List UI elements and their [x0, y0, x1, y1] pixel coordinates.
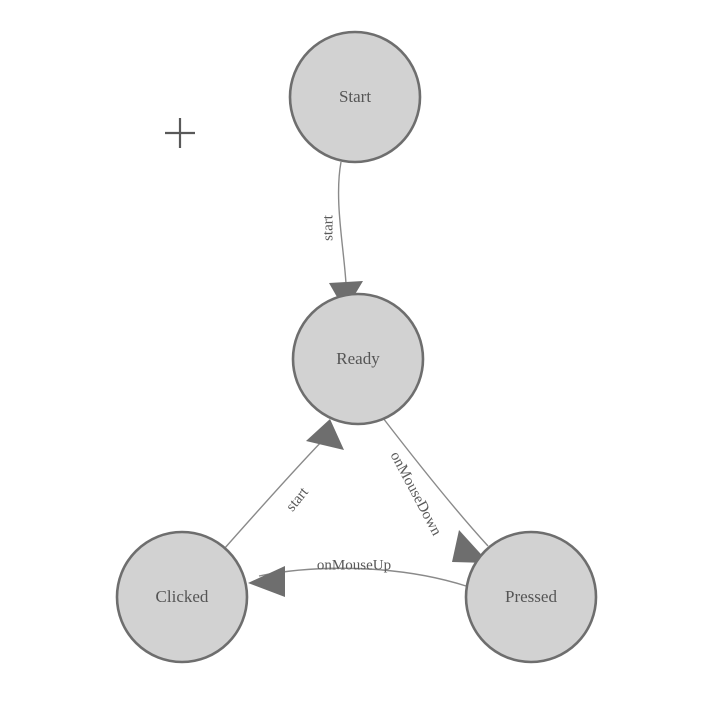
- arrowhead-ready-to-pressed: [452, 530, 489, 563]
- state-circle-pressed: [464, 530, 598, 664]
- state-label-ready: Ready: [336, 349, 380, 368]
- state-node-clicked[interactable]: Clicked: [115, 530, 249, 664]
- arrowhead-clicked-to-ready: [306, 419, 344, 450]
- edge-ready-to-pressed[interactable]: [382, 417, 489, 563]
- arrowhead-pressed-to-clicked: [248, 566, 285, 597]
- edge-label-clicked-to-ready: start: [283, 484, 312, 515]
- edge-path-clicked-to-ready: [223, 432, 331, 550]
- state-node-ready[interactable]: Ready: [291, 292, 425, 426]
- state-node-pressed[interactable]: Pressed: [464, 530, 598, 664]
- edge-label-ready-to-pressed: onMouseDown: [387, 449, 445, 539]
- edge-pressed-to-clicked[interactable]: [248, 566, 467, 597]
- crosshair-icon: [165, 118, 195, 148]
- state-circle-ready: [291, 292, 425, 426]
- state-circle-start: [288, 30, 422, 164]
- state-label-clicked: Clicked: [156, 587, 209, 606]
- edge-path-start-to-ready: [337, 161, 347, 285]
- edge-clicked-to-ready[interactable]: [223, 419, 344, 550]
- state-circle-clicked: [115, 530, 249, 664]
- state-label-pressed: Pressed: [505, 587, 557, 606]
- edge-label-pressed-to-clicked: onMouseUp: [317, 557, 391, 573]
- state-node-start[interactable]: Start: [288, 30, 422, 164]
- edge-path-ready-to-pressed: [382, 417, 489, 547]
- edge-label-start-to-ready: start: [320, 214, 336, 241]
- state-label-start: Start: [339, 87, 371, 106]
